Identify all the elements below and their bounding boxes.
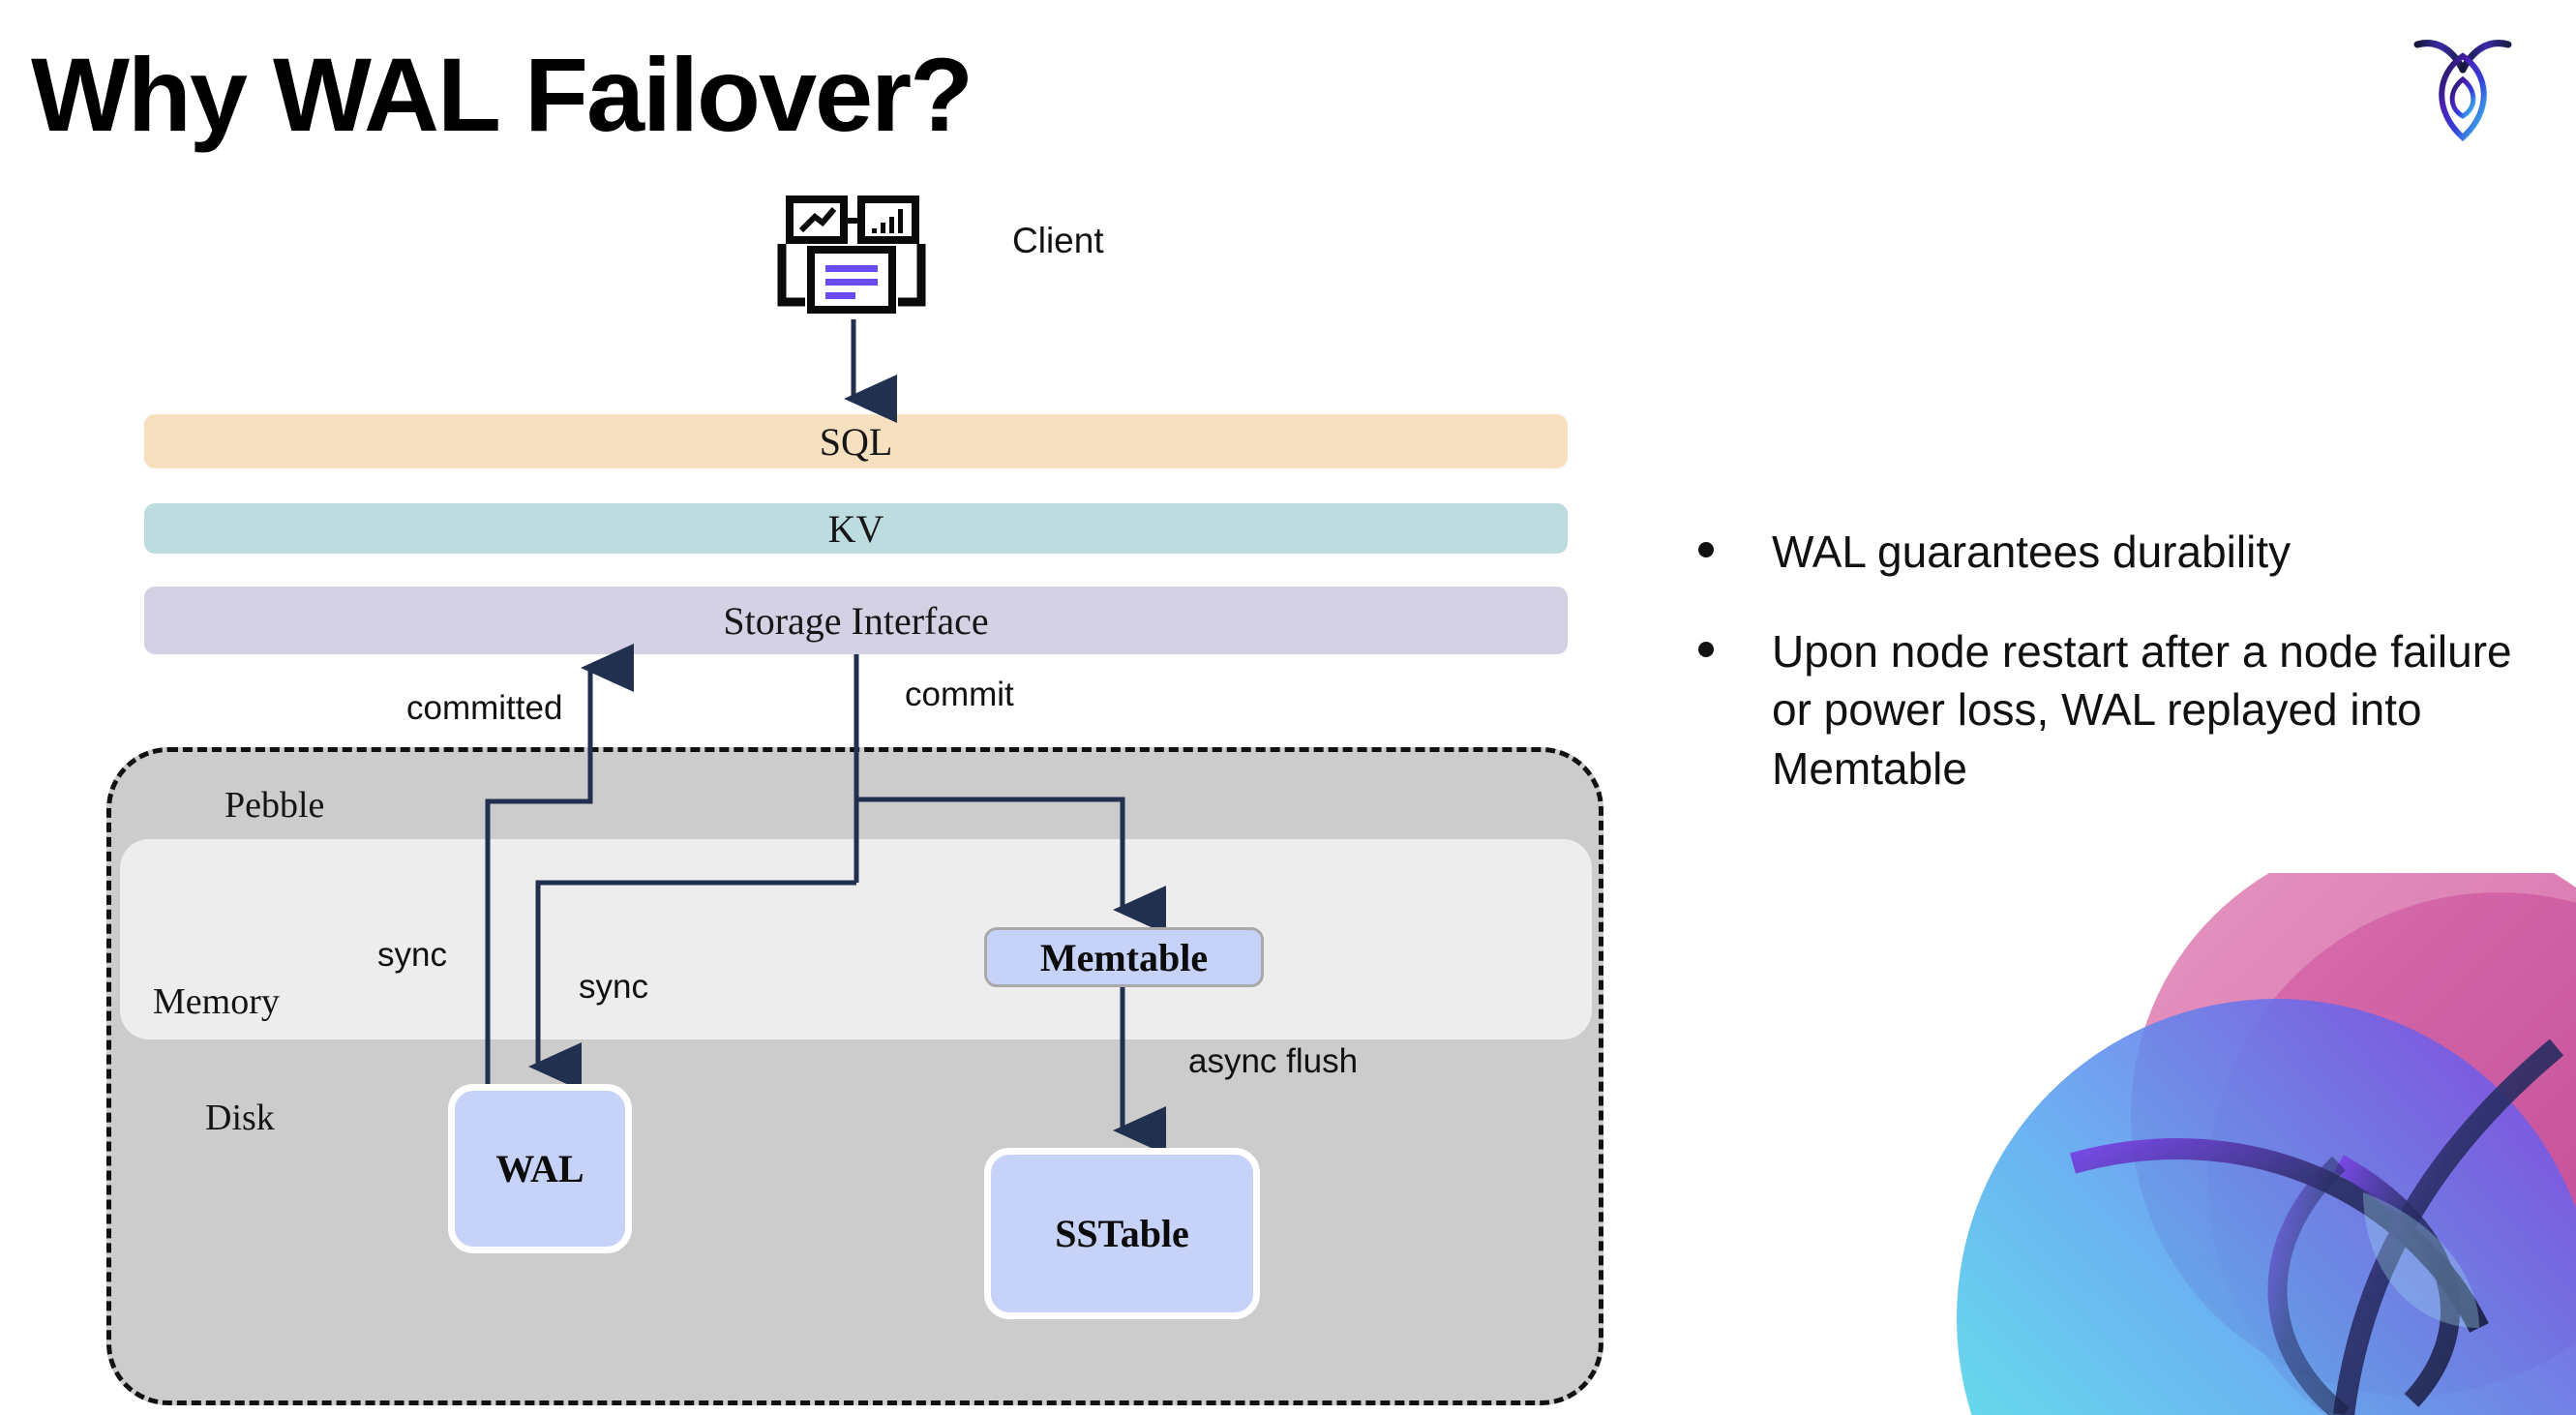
edge-label-sync-right: sync (579, 968, 648, 1006)
layer-kv[interactable]: KV (144, 503, 1568, 554)
node-memtable[interactable]: Memtable (984, 927, 1264, 987)
pebble-label: Pebble (225, 785, 325, 826)
bullet-text: WAL guarantees durability (1772, 527, 2291, 577)
bullet-list: WAL guarantees durability Upon node rest… (1698, 523, 2521, 839)
layer-sql-label: SQL (819, 419, 893, 464)
architecture-diagram: Client SQL KV Storage Interface Pebble M… (106, 196, 1603, 1405)
node-memtable-label: Memtable (1039, 935, 1209, 979)
client-label: Client (1012, 221, 1104, 260)
list-item: WAL guarantees durability (1698, 523, 2521, 582)
bullet-text: Upon node restart after a node failure o… (1772, 625, 2512, 795)
memory-label: Memory (153, 981, 280, 1022)
memory-region (120, 839, 1592, 1039)
bullet-dot-icon (1698, 542, 1714, 557)
layer-sql[interactable]: SQL (144, 414, 1568, 468)
edge-label-commit: commit (905, 676, 1014, 713)
node-sstable[interactable]: SSTable (984, 1148, 1260, 1319)
page-title: Why WAL Failover? (31, 36, 973, 153)
bullet-dot-icon (1698, 641, 1714, 657)
edge-label-async-flush: async flush (1188, 1042, 1359, 1080)
client-dashboard-icon (777, 196, 926, 314)
node-sstable-label: SSTable (1055, 1212, 1189, 1255)
node-wal-label: WAL (495, 1147, 584, 1190)
list-item: Upon node restart after a node failure o… (1698, 622, 2521, 798)
cockroach-leaf-logo (2413, 40, 2512, 142)
edge-label-sync-left: sync (377, 936, 447, 974)
edge-label-committed: committed (406, 689, 563, 727)
disk-label: Disk (205, 1098, 275, 1138)
layer-kv-label: KV (827, 506, 884, 551)
gradient-circles-watermark (1957, 873, 2576, 1415)
layer-storage-interface[interactable]: Storage Interface (144, 587, 1568, 654)
node-wal[interactable]: WAL (448, 1084, 632, 1253)
layer-storage-label: Storage Interface (723, 598, 989, 643)
